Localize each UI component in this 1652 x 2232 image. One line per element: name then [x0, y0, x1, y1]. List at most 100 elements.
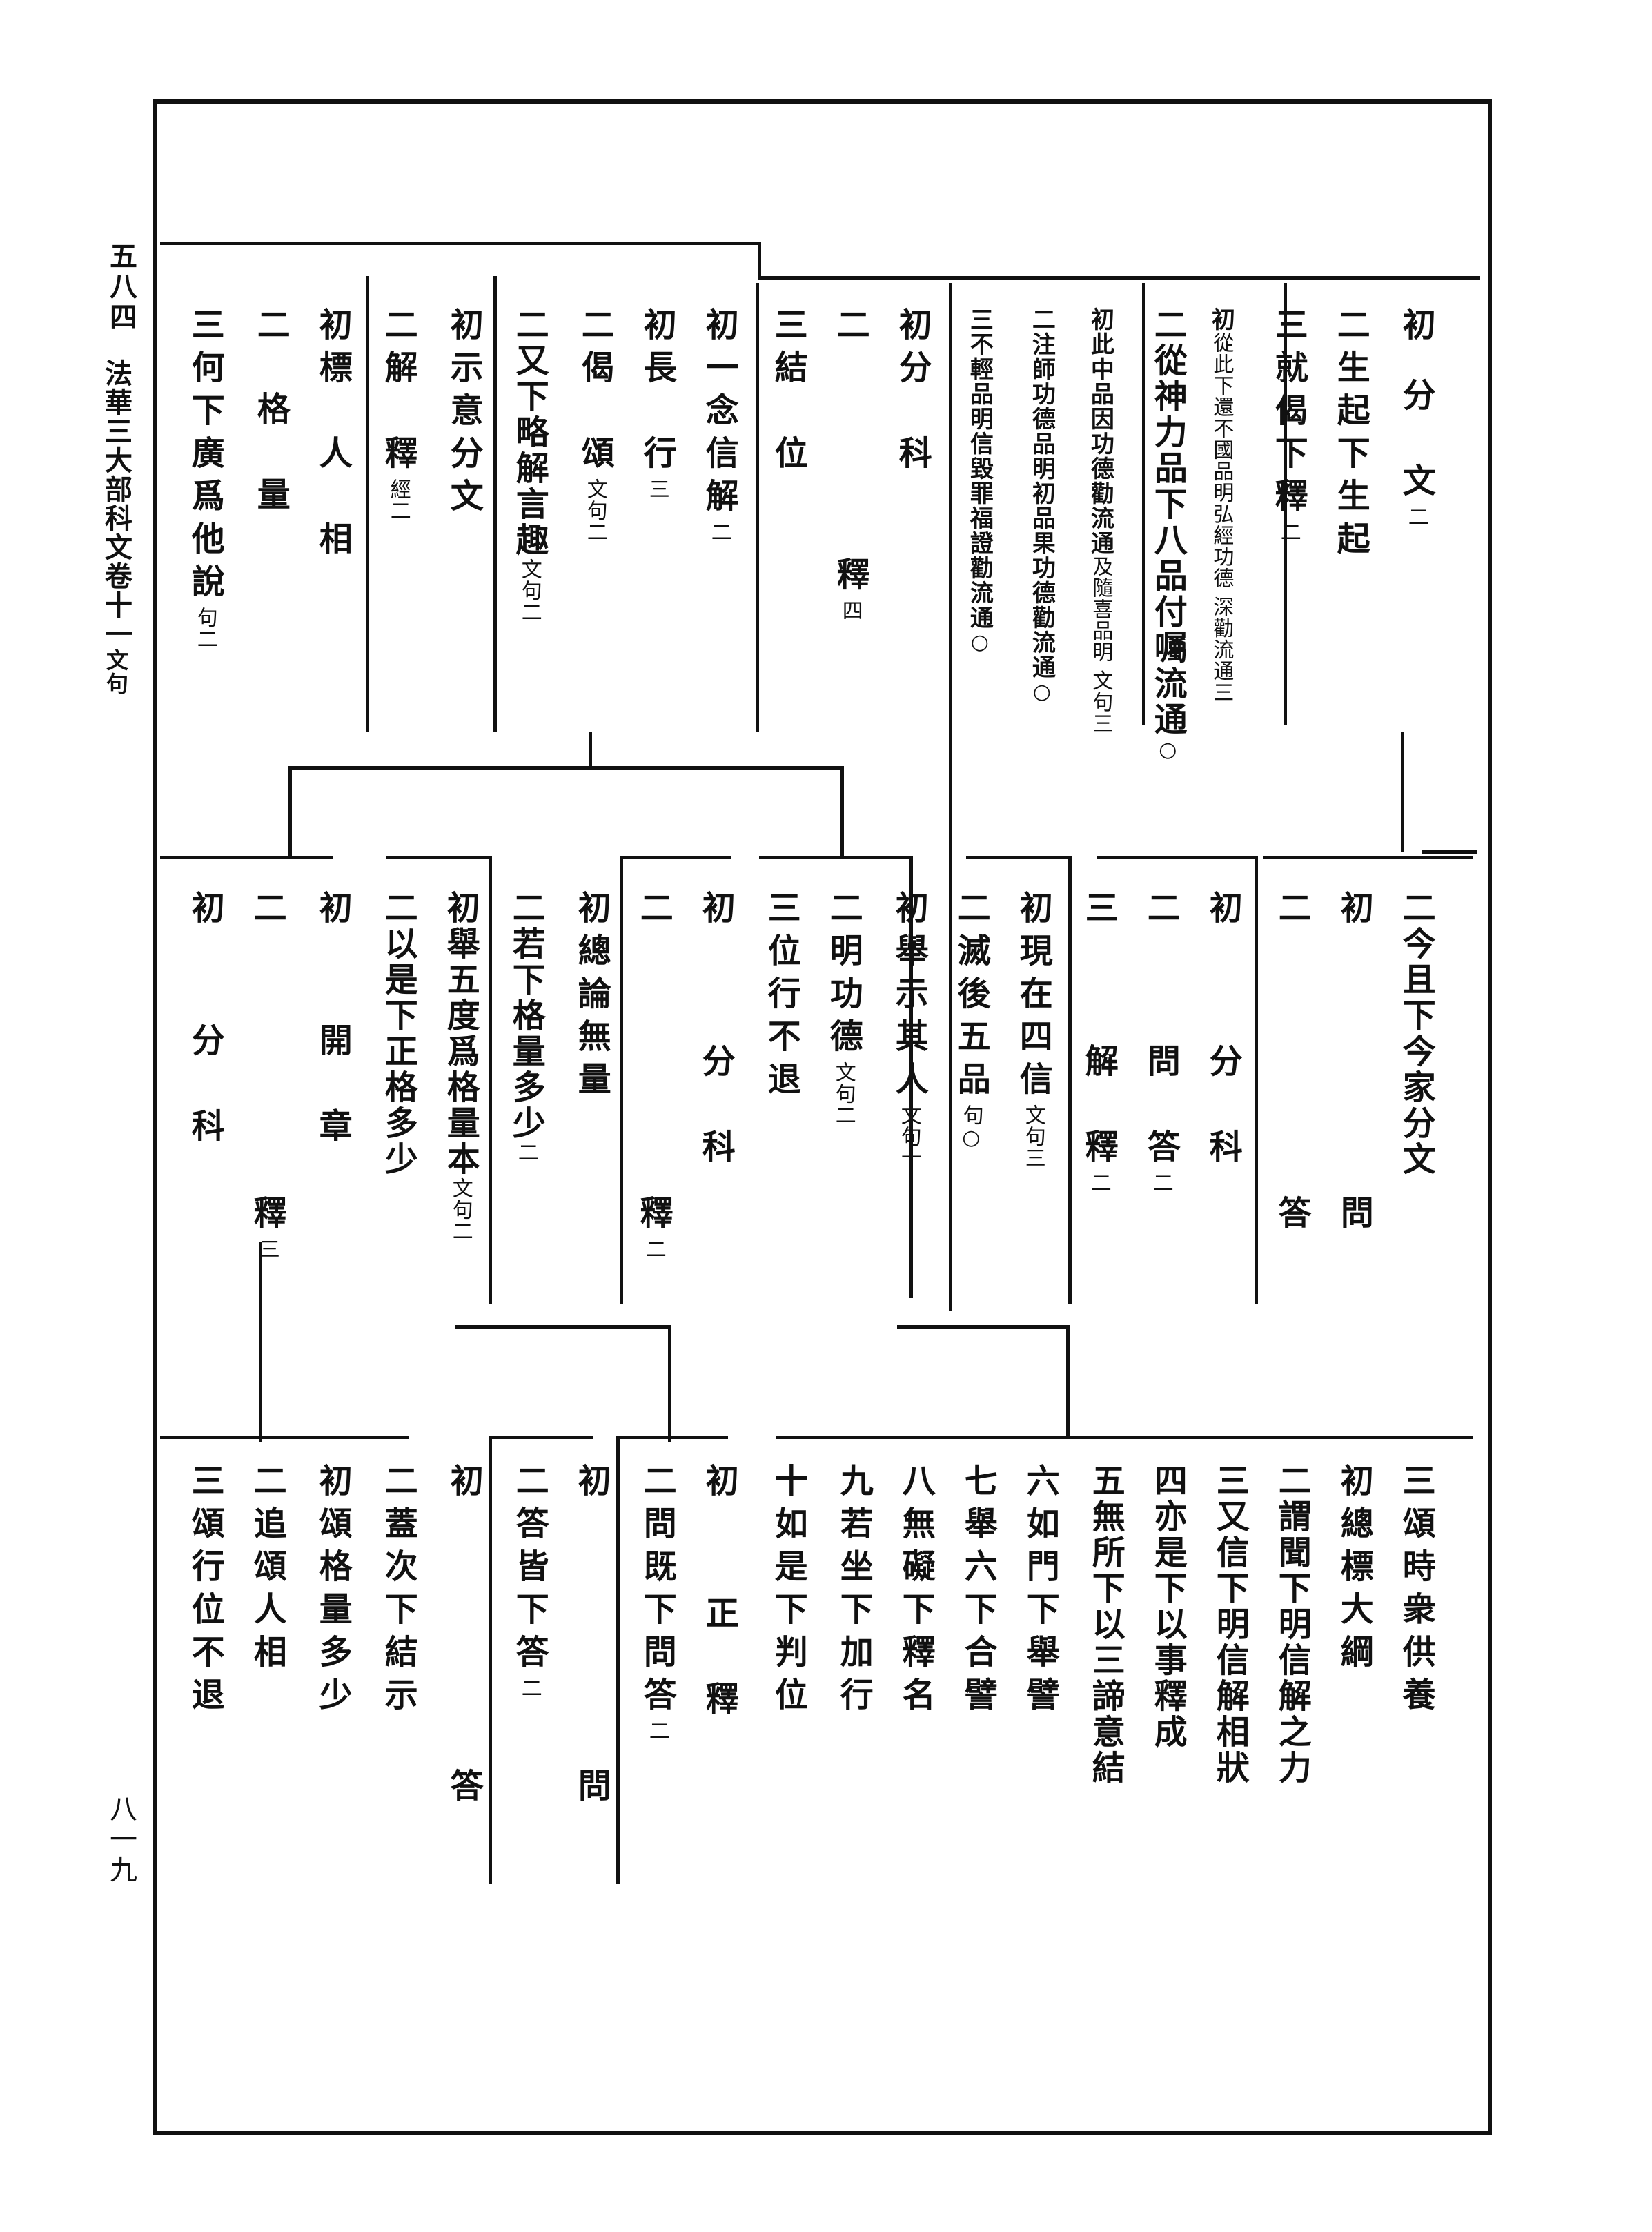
entry-text: 釋	[830, 557, 869, 600]
entry-note: 二	[1276, 521, 1301, 542]
entry-text: 正 釋	[699, 1596, 738, 1724]
entry-text: 此中品因功德勸流通	[1086, 332, 1114, 556]
outline-entry: 初頌格量多少	[313, 1463, 352, 1720]
tier2-line-c	[966, 856, 1070, 859]
outline-entry: 二滅後五品句○	[951, 890, 990, 1151]
entry-text: 頌時衆供養	[1396, 1506, 1435, 1720]
entry-head: 二	[509, 1463, 549, 1506]
entry-note: 文句十	[896, 1104, 921, 1168]
entry-text: 釋	[247, 1195, 286, 1238]
outline-entry: 二解 釋經二	[378, 307, 417, 521]
entry-text: 釋	[633, 1195, 673, 1238]
entry-text: 現在四信	[1013, 933, 1052, 1104]
entry-note: 經二	[386, 478, 411, 521]
outline-entry: 二以是下正格多少	[379, 890, 417, 1177]
outline-entry: 二從神力品下八品付囑流通○	[1148, 307, 1187, 763]
tier2-join-v	[668, 1325, 671, 1442]
entry-text: 謂聞下明信解之力	[1272, 1499, 1311, 1786]
outline-entry: 二釋二	[633, 890, 673, 1260]
entry-head: 二	[951, 890, 990, 933]
tier1-tick-a	[1401, 732, 1404, 852]
entry-head: 初	[699, 1463, 738, 1506]
entry-text: 又信下明信解相狀	[1210, 1499, 1249, 1786]
book-title-text: 法華三大部科文卷十一	[100, 359, 132, 649]
entry-note: ○	[1030, 680, 1054, 705]
entry-head: 三	[185, 307, 224, 350]
outline-entry: 六如門下舉譬	[1021, 1463, 1059, 1720]
tier1-bracket-a	[1284, 283, 1287, 725]
entry-note: 文句二	[831, 1061, 856, 1126]
entry-text: 答	[1272, 1195, 1311, 1238]
entry-note: 及隨喜品明 文句三	[1088, 556, 1113, 734]
entry-head: 初	[444, 1463, 483, 1506]
entry-head: 三	[768, 307, 807, 350]
entry-note: 二	[1086, 1172, 1111, 1193]
entry-text: 追頌人相	[247, 1506, 286, 1677]
tier2-line-b-v	[1255, 856, 1258, 1304]
outline-entry: 初示意分文	[444, 307, 483, 521]
outline-entry: 二釋三	[247, 890, 286, 1260]
entry-text: 標 人 相	[313, 350, 352, 564]
tier1-top-line-left	[160, 242, 760, 245]
entry-note: 文句二	[582, 478, 607, 542]
entry-head: 二	[830, 307, 869, 350]
outline-entry: 初標 人 相	[313, 307, 352, 564]
tier1-bracket-f	[366, 276, 369, 732]
outline-entry: 二問既下問答二	[637, 1463, 676, 1741]
outline-entry: 初問	[571, 1463, 611, 1811]
entry-head: 初	[313, 1463, 352, 1506]
tier2-join2-v	[1066, 1325, 1070, 1436]
entry-head: 二	[1330, 307, 1370, 350]
outline-entry: 二又下略解言趣文句二	[509, 307, 549, 623]
outline-entry: 初分 文二	[1396, 307, 1435, 527]
entry-text: 何下廣爲他說	[185, 350, 224, 607]
entry-text: 無所下以三諦意結	[1085, 1499, 1125, 1786]
tier1-bracket-e	[493, 276, 497, 732]
outline-entry: 初舉示其人文句十	[889, 890, 928, 1168]
entry-head: 初	[185, 890, 224, 933]
tier2-line-f-v	[489, 856, 492, 1304]
outline-entry: 二注師功德品明初品果功德勸流通○	[1027, 307, 1055, 705]
entry-text: 示意分文	[444, 350, 483, 521]
entry-text: 總論無量	[571, 933, 611, 1104]
entry-text: 舉六下合譬	[958, 1506, 997, 1720]
entry-head: 三	[761, 890, 800, 933]
entry-head: 二	[247, 1463, 286, 1506]
entry-head: 二	[509, 307, 549, 343]
book-title: 法華三大部科文卷十一文句	[100, 359, 132, 696]
entry-head: 初	[1203, 890, 1242, 933]
outline-entry: 五無所下以三諦意結	[1085, 1463, 1125, 1786]
entry-text: 問既下問答	[637, 1506, 676, 1720]
entry-head: 二	[378, 307, 417, 350]
outline-entry: 九若坐下加行	[834, 1463, 873, 1720]
entry-head: 初	[1396, 307, 1435, 350]
entry-text: 偈 頌	[575, 350, 614, 478]
tier1-join-mid-v1	[589, 732, 592, 770]
outline-entry: 二追頌人相	[247, 1463, 286, 1677]
volume-number: 五八四	[105, 242, 137, 333]
outline-entry: 初長 行三	[637, 307, 676, 500]
entry-head: 初	[571, 1463, 611, 1506]
outline-entry: 初總標大綱	[1335, 1463, 1373, 1677]
tier1-bracket-d	[756, 283, 759, 732]
tier2-line-b	[1097, 856, 1256, 859]
tier1-join-mid-v3	[288, 766, 292, 859]
entry-head: 初	[313, 890, 352, 933]
entry-note: 文句二	[448, 1177, 473, 1242]
outline-entry: 初一念信解二	[700, 307, 738, 542]
entry-text: 舉示其人	[889, 933, 928, 1104]
entry-text: 就偈下釋	[1268, 350, 1308, 521]
entry-note: 二	[513, 1142, 538, 1163]
entry-head: 初	[571, 890, 611, 933]
outline-entry: 二答皆下答二	[509, 1463, 549, 1699]
entry-text: 長 行	[637, 350, 676, 478]
tier2-line-f	[386, 856, 490, 859]
outline-entry: 初正 釋	[699, 1463, 738, 1724]
outline-entry: 初分 科	[893, 307, 932, 478]
outline-entry: 二釋四	[830, 307, 869, 621]
entry-text: 結 位	[768, 350, 807, 478]
entry-head: 初	[1334, 890, 1373, 933]
outline-entry: 二格 量	[251, 307, 290, 520]
book-title-note: 文句	[103, 649, 129, 696]
entry-head: 二	[575, 307, 614, 350]
